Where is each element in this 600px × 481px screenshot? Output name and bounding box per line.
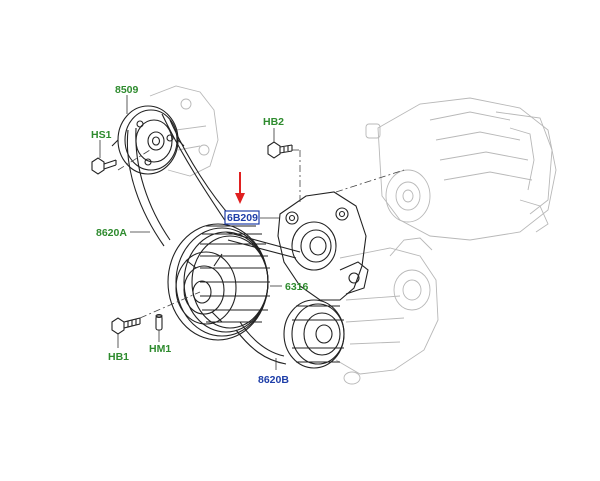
label-hm1[interactable]: HM1 bbox=[149, 343, 171, 355]
leader-lines bbox=[99, 95, 282, 370]
compressor-pulley bbox=[283, 299, 345, 369]
pump-bracket-ghost bbox=[149, 85, 219, 177]
label-8620b[interactable]: 8620B bbox=[258, 374, 289, 386]
bolt-hs1 bbox=[91, 157, 117, 175]
belt-8620b bbox=[225, 231, 301, 365]
label-8509[interactable]: 8509 bbox=[115, 84, 139, 96]
label-6b209-highlight bbox=[224, 210, 260, 225]
bolt-hb1 bbox=[111, 317, 141, 335]
pulley-6316 bbox=[167, 223, 270, 341]
alternator-ghost bbox=[365, 97, 557, 241]
pulley-8509 bbox=[111, 105, 185, 175]
label-6b209[interactable]: 6B209 bbox=[227, 212, 258, 224]
red-pointer-arrow bbox=[235, 172, 245, 204]
bolt-hb2 bbox=[267, 141, 293, 159]
label-6316[interactable]: 6316 bbox=[285, 281, 309, 293]
label-hb1[interactable]: HB1 bbox=[108, 351, 129, 363]
tensioner-6b209 bbox=[277, 191, 369, 301]
ac-compressor-ghost bbox=[335, 237, 439, 385]
label-hb2[interactable]: HB2 bbox=[263, 116, 284, 128]
dowel-hm1 bbox=[155, 313, 163, 331]
centre-lines bbox=[117, 149, 405, 319]
label-hs1[interactable]: HS1 bbox=[91, 129, 112, 141]
label-8620a[interactable]: 8620A bbox=[96, 227, 127, 239]
